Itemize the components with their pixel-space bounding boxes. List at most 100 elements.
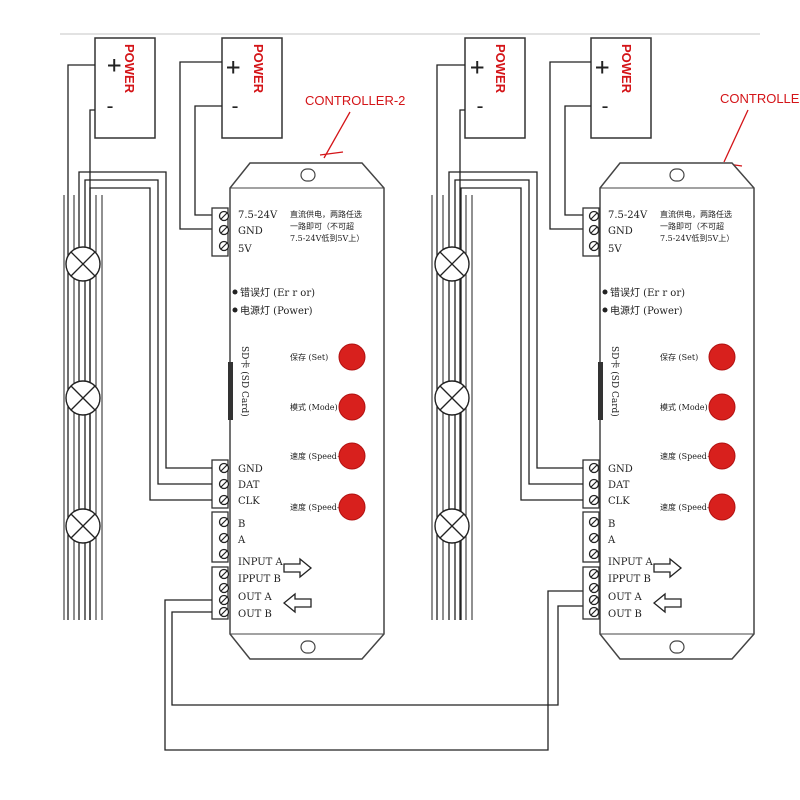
screw-slot bbox=[590, 518, 598, 526]
terminal-label-signal: OUT B bbox=[608, 609, 642, 620]
screw-slot bbox=[590, 608, 598, 616]
system-right: + - POWER + - POWER CONTROLLER -1 bbox=[431, 37, 800, 660]
screw-slot bbox=[220, 534, 228, 542]
indicator-label: 错误灯 (Er r or) bbox=[240, 286, 315, 299]
control-button bbox=[708, 393, 736, 421]
power-supply-right-b: + - POWER bbox=[590, 37, 652, 139]
terminal-label-ab: B bbox=[238, 519, 245, 530]
power-note-line: 直流供电，两路任选 bbox=[290, 209, 362, 219]
control-button bbox=[708, 493, 736, 521]
power-plus-sign: + bbox=[470, 53, 484, 81]
terminal-label-output: GND bbox=[608, 464, 633, 475]
power-supply-right-a: + - POWER bbox=[464, 37, 526, 139]
terminal-label-signal: OUT B bbox=[238, 609, 272, 620]
power-label: POWER bbox=[619, 44, 634, 94]
indicator-label: 电源灯 (Power) bbox=[240, 304, 313, 317]
control-button bbox=[338, 442, 366, 470]
indicator-led-icon bbox=[602, 307, 608, 313]
screw-slot bbox=[590, 570, 598, 578]
arrow-right-icon bbox=[653, 557, 683, 579]
power-supply-left-b: + - POWER bbox=[221, 37, 283, 139]
system-left: + - POWER + - POWER CONTROLLER-2 bbox=[63, 37, 583, 751]
screw-slot bbox=[590, 596, 598, 604]
terminal-label-power: 5V bbox=[608, 244, 622, 255]
terminal-label-output: GND bbox=[238, 464, 263, 475]
screw-slot bbox=[220, 496, 228, 504]
bulb-cross bbox=[439, 385, 465, 411]
power-minus-sign: - bbox=[474, 94, 486, 118]
screw-slot bbox=[590, 464, 598, 472]
power-note-line: 一路即可（不可超 bbox=[660, 221, 724, 231]
terminal-block-signal bbox=[211, 566, 229, 620]
terminal-label-signal: OUT A bbox=[608, 592, 642, 603]
screw-slot bbox=[220, 242, 228, 250]
button-label: 保存 (Set) bbox=[660, 352, 698, 362]
control-button bbox=[338, 493, 366, 521]
sd-card-label: SD卡 (SD Card) bbox=[239, 346, 251, 417]
power-supply-left-a: + - POWER bbox=[94, 37, 156, 139]
terminal-label-power: GND bbox=[608, 226, 633, 237]
screw-slot bbox=[220, 596, 228, 604]
controller-box-1 bbox=[598, 162, 755, 660]
screw-slot bbox=[590, 534, 598, 542]
power-minus-sign: - bbox=[104, 94, 116, 118]
power-plus-sign: + bbox=[595, 53, 609, 81]
power-plus-sign: + bbox=[226, 53, 240, 81]
indicator-led-icon bbox=[602, 289, 608, 295]
button-label: 速度 (Speed-) bbox=[290, 502, 343, 512]
bulb-cross bbox=[439, 513, 465, 539]
power-label: POWER bbox=[493, 44, 508, 94]
indicator-label: 电源灯 (Power) bbox=[610, 304, 683, 317]
power-label: POWER bbox=[251, 44, 266, 94]
output-wires-right bbox=[448, 171, 583, 620]
power-note-line: 一路即可（不可超 bbox=[290, 221, 354, 231]
controller-box-2 bbox=[228, 162, 385, 660]
terminal-label-ab: A bbox=[237, 535, 246, 546]
screw-slot bbox=[590, 212, 598, 220]
terminal-label-ab: A bbox=[607, 535, 616, 546]
screw-slot bbox=[590, 496, 598, 504]
terminal-block-signal bbox=[582, 566, 600, 620]
terminal-label-output: DAT bbox=[238, 480, 260, 491]
terminal-label-signal: IPPUT B bbox=[608, 574, 651, 585]
arrow-left-icon bbox=[282, 592, 312, 614]
button-label: 模式 (Mode) bbox=[660, 402, 708, 412]
controller-label-2: CONTROLLER-2 bbox=[305, 93, 405, 108]
terminal-label-power: 5V bbox=[238, 244, 252, 255]
screw-slot bbox=[220, 226, 228, 234]
terminal-label-signal: INPUT A bbox=[608, 557, 654, 568]
screw-slot bbox=[220, 480, 228, 488]
controller-label-1: CONTROLLER -1 bbox=[720, 91, 800, 106]
button-label: 保存 (Set) bbox=[290, 352, 328, 362]
power-note-line: 7.5-24V低到5V上） bbox=[660, 233, 734, 243]
indicator-led-icon bbox=[232, 307, 238, 313]
bulb-cross bbox=[70, 385, 96, 411]
terminal-label-ab: B bbox=[608, 519, 615, 530]
screw-slot bbox=[590, 226, 598, 234]
power-wires-right bbox=[436, 61, 591, 620]
sd-card-slot bbox=[598, 362, 603, 420]
button-label: 速度 (Speed+) bbox=[290, 451, 347, 461]
control-button bbox=[338, 393, 366, 421]
controller-details: 7.5-24VGND5V直流供电，两路任选一路即可（不可超7.5-24V低到5V… bbox=[65, 209, 736, 620]
power-minus-sign: - bbox=[599, 94, 611, 118]
button-label: 速度 (Speed-) bbox=[660, 502, 713, 512]
screw-slot bbox=[220, 550, 228, 558]
power-plus-sign: + bbox=[107, 51, 121, 79]
indicator-led-icon bbox=[232, 289, 238, 295]
power-note-line: 直流供电，两路任选 bbox=[660, 209, 732, 219]
mount-hole-icon bbox=[300, 640, 316, 654]
screw-slot bbox=[220, 570, 228, 578]
power-minus-sign: - bbox=[229, 94, 241, 118]
power-note-line: 7.5-24V低到5V上） bbox=[290, 233, 364, 243]
button-label: 模式 (Mode) bbox=[290, 402, 338, 412]
output-wires-left bbox=[78, 171, 583, 751]
screw-slot bbox=[220, 518, 228, 526]
terminal-label-signal: IPPUT B bbox=[238, 574, 281, 585]
terminal-label-power: GND bbox=[238, 226, 263, 237]
terminal-label-output: CLK bbox=[238, 496, 260, 507]
terminal-label-signal: OUT A bbox=[238, 592, 272, 603]
screw-slot bbox=[220, 212, 228, 220]
bulb-cross bbox=[439, 251, 465, 277]
